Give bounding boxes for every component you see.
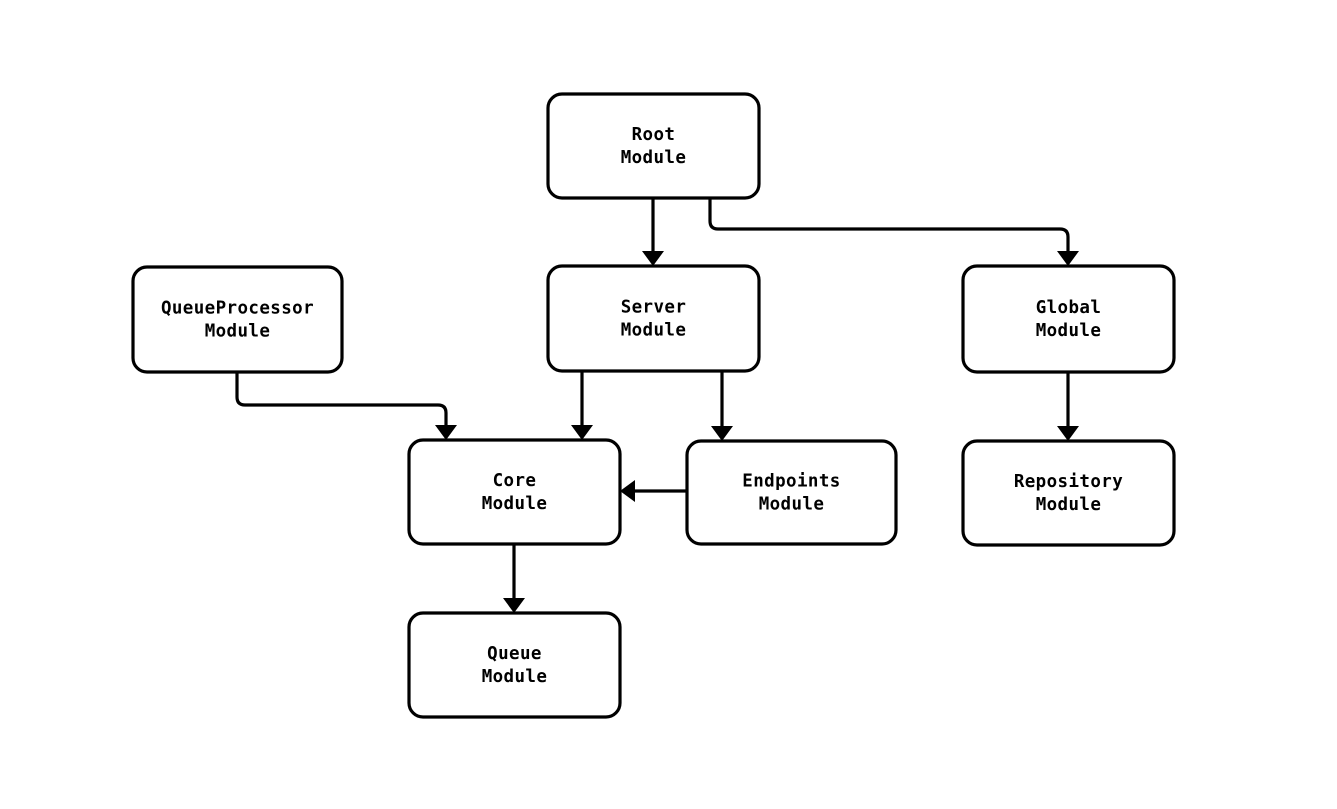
- root-module-node-label-line2: Module: [621, 148, 687, 168]
- repository-module-node-label-line1: Repository: [1014, 472, 1123, 492]
- root-module-node-label-line1: Root: [632, 125, 676, 145]
- edge-global-to-repository-arrowhead: [1057, 426, 1079, 441]
- endpoints-module-node-label-line1: Endpoints: [742, 472, 840, 492]
- edge-server-to-endpoints-arrowhead: [711, 426, 733, 441]
- edge-root-to-global: [708, 198, 1079, 266]
- edge-server-to-endpoints: [711, 371, 733, 441]
- edge-root-to-server: [642, 198, 664, 266]
- repository-module-node-box[interactable]: [961, 439, 1176, 547]
- endpoints-module-node-box[interactable]: [685, 439, 898, 546]
- queueprocessor-module-node-box[interactable]: [131, 265, 344, 374]
- edge-core-to-queue-arrowhead: [503, 598, 525, 613]
- server-module-node-label-line1: Server: [621, 298, 687, 318]
- root-module-node-box[interactable]: [546, 92, 761, 200]
- edge-root-to-server-arrowhead: [642, 251, 664, 266]
- edge-root-to-global-line: [708, 198, 1070, 252]
- edge-endpoints-to-core: [620, 480, 687, 502]
- core-module-node-label-line1: Core: [493, 471, 537, 491]
- server-module-node-label-line2: Module: [621, 321, 687, 341]
- core-module-node-box[interactable]: [407, 438, 622, 546]
- edge-queueprocessor-to-core: [235, 372, 457, 440]
- core-module-node-label-line2: Module: [482, 494, 548, 514]
- edges-layer: [235, 198, 1079, 613]
- edge-core-to-queue: [503, 544, 525, 613]
- edge-server-to-core: [571, 371, 593, 440]
- server-module-node-box[interactable]: [546, 264, 761, 373]
- endpoints-module-node-label-line2: Module: [759, 495, 825, 515]
- edge-server-to-core-arrowhead: [571, 425, 593, 440]
- queue-module-node-label-line2: Module: [482, 667, 548, 687]
- edge-root-to-global-arrowhead: [1057, 251, 1079, 266]
- queueprocessor-module-node-label-line1: QueueProcessor: [161, 299, 314, 319]
- edge-queueprocessor-to-core-line: [235, 372, 448, 426]
- edge-queueprocessor-to-core-arrowhead: [435, 425, 457, 440]
- global-module-node-label-line2: Module: [1036, 321, 1102, 341]
- edge-endpoints-to-core-arrowhead: [620, 480, 635, 502]
- repository-module-node-label-line2: Module: [1036, 495, 1102, 515]
- nodes-layer: RootModuleQueueProcessorModuleServerModu…: [131, 92, 1176, 719]
- global-module-node-label-line1: Global: [1036, 298, 1102, 318]
- queue-module-node-label-line1: Queue: [487, 644, 542, 664]
- queueprocessor-module-node-label-line2: Module: [205, 322, 271, 342]
- queue-module-node-box[interactable]: [407, 611, 622, 719]
- edge-global-to-repository: [1057, 372, 1079, 441]
- global-module-node-box[interactable]: [961, 264, 1176, 374]
